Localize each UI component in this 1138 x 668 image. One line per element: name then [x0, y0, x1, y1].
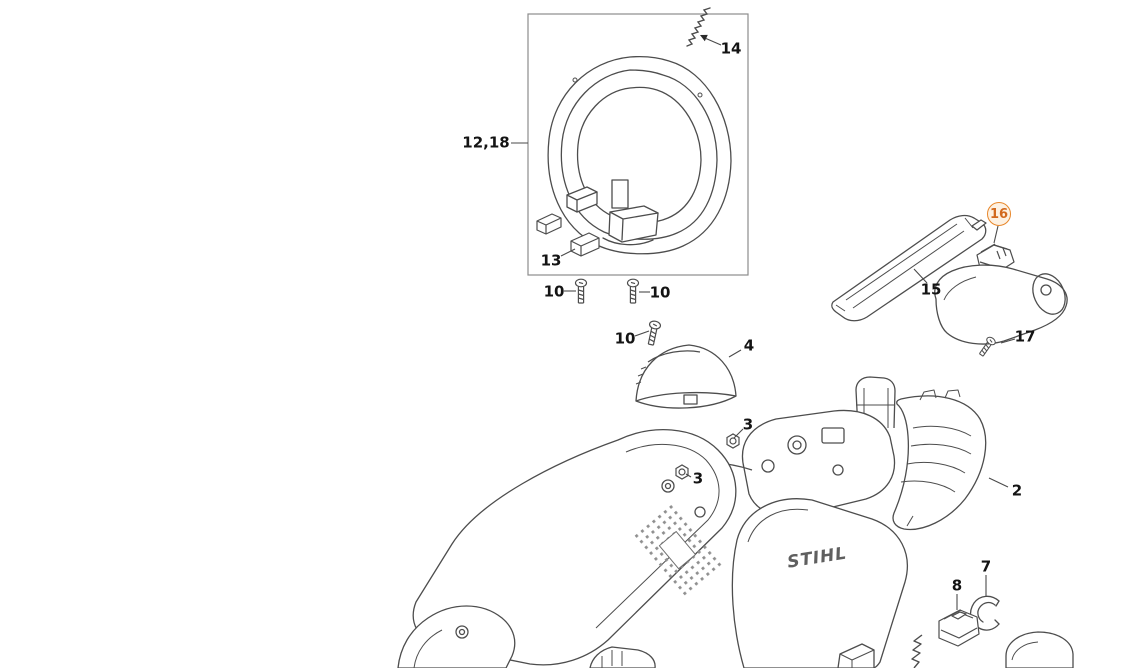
- callout-part-10-b[interactable]: 10: [649, 283, 671, 302]
- callout-part-17[interactable]: 17: [1014, 327, 1036, 346]
- callout-part-3-a[interactable]: 3: [742, 415, 754, 434]
- loop-handle-drawing: [547, 55, 732, 255]
- callout-part-14[interactable]: 14: [720, 39, 742, 58]
- callout-part-10-c[interactable]: 10: [614, 329, 636, 348]
- assembly-box: [527, 13, 749, 276]
- callout-part-8[interactable]: 8: [951, 576, 963, 595]
- clips-13-drawing: [536, 213, 600, 257]
- callout-part-4[interactable]: 4: [743, 336, 755, 355]
- leader-lines: [511, 34, 1016, 610]
- callout-part-16-highlighted[interactable]: 16: [987, 202, 1011, 226]
- cover-17-drawing: [934, 264, 1068, 359]
- shell-2-drawing: [892, 389, 987, 531]
- callout-part-2[interactable]: 2: [1011, 481, 1023, 500]
- cover-4-drawing: [635, 344, 737, 409]
- callout-part-3-b[interactable]: 3: [692, 469, 704, 488]
- callout-part-12-18[interactable]: 12,18: [462, 133, 510, 152]
- callout-part-15[interactable]: 15: [920, 280, 942, 299]
- callout-part-10-a[interactable]: 10: [543, 282, 565, 301]
- callout-part-13[interactable]: 13: [540, 251, 562, 270]
- callout-part-7[interactable]: 7: [980, 557, 992, 576]
- main-housing-drawing: STIHL: [397, 376, 1074, 668]
- molding-15-drawing: [831, 214, 987, 322]
- spring-14-drawing: [686, 7, 711, 47]
- switch-8-drawing: [938, 609, 980, 647]
